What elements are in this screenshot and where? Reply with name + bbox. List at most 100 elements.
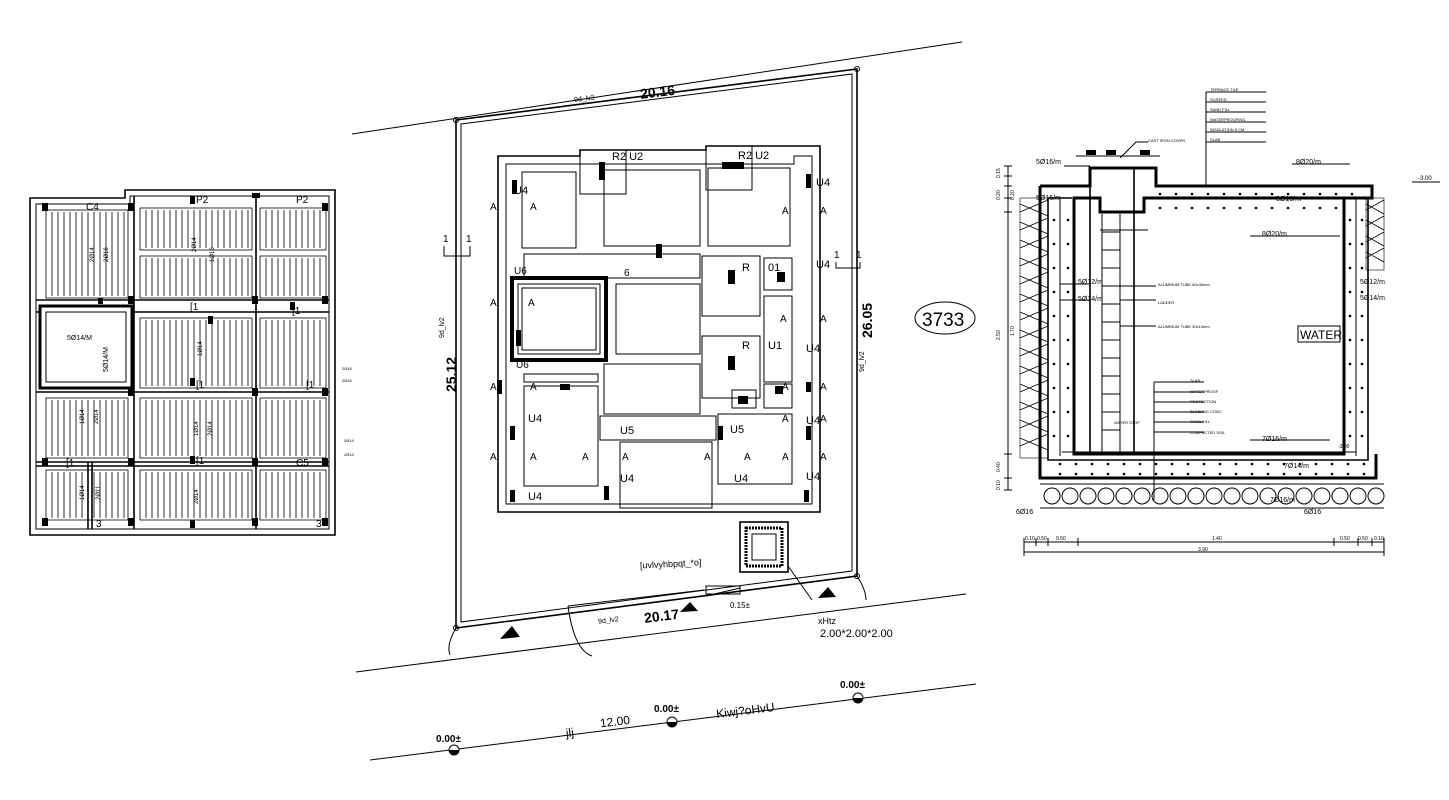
room-label: U4: [620, 473, 634, 485]
tank-section: CAST IRON COVER TERRACE TILE SCREED SAND…: [996, 87, 1440, 556]
dimension-right: 26.05: [859, 303, 875, 338]
note-top: INSULATION 5 CM: [1210, 127, 1244, 132]
note-mid: LADDER: [1158, 300, 1174, 305]
rebar-label: 7Ø14/m: [1284, 463, 1309, 470]
rebar-label: 8Ø20/m: [1262, 231, 1287, 238]
note-mid: ALUMINUM TUBE 50x40mm: [1158, 282, 1210, 287]
water-tank: [705, 521, 813, 601]
svg-text:A: A: [782, 414, 789, 425]
rebar-label: 1Ø14: [194, 421, 200, 436]
note-top: SAND FILL: [1210, 107, 1231, 112]
room-label: U4: [528, 491, 542, 503]
note-top: SCREED: [1210, 97, 1227, 102]
dimension-bottom: 20.17: [643, 606, 680, 626]
tank-size-caption: xHtz: [818, 616, 837, 626]
street-label: 9d_lv2: [859, 351, 866, 372]
svg-text:A: A: [490, 382, 497, 393]
svg-text:A: A: [490, 452, 497, 463]
room-label: U5: [620, 425, 634, 437]
rebar-label: 2Ø14: [90, 247, 96, 262]
svg-text:0.00±: 0.00±: [654, 704, 679, 715]
svg-text:A: A: [820, 382, 827, 393]
rebar-label: 5Ø12/m: [1078, 279, 1103, 286]
note-bottom: BLINDING CONC.: [1190, 409, 1223, 414]
svg-text:0.00±: 0.00±: [840, 680, 865, 691]
beam-label: [1: [306, 380, 315, 391]
street-label: 9d_lv2: [574, 94, 595, 103]
svg-text:A: A: [744, 452, 751, 463]
street-label: 9d_lv2: [439, 317, 446, 338]
svg-text:A: A: [582, 452, 589, 463]
note-bottom: WATERPROOF: [1190, 389, 1219, 394]
rebar-label: 5Ø16/m: [1036, 195, 1061, 202]
note-bottom: SAND FILL: [1190, 419, 1211, 424]
room-label: R: [742, 262, 750, 274]
svg-text:0.00±: 0.00±: [436, 734, 461, 745]
rebar-label: 1Ø14: [80, 485, 86, 500]
columns: [42, 193, 328, 528]
beam-label: [1: [66, 458, 75, 469]
room-label: U4: [806, 415, 820, 427]
street-name: jlj: [564, 725, 575, 740]
dim-left: 0.15: [996, 168, 1002, 178]
room-label: U4: [528, 413, 542, 425]
joist-panels: [45, 207, 327, 521]
rebar-label: 8Ø20/m: [1296, 159, 1321, 166]
beam-label: [1: [196, 456, 205, 467]
rebar-label: 2Ø14: [194, 489, 200, 504]
street-name: Kiwj?oHvU: [715, 700, 775, 721]
room-label: U6: [516, 360, 529, 371]
dimension-left: 25.12: [443, 357, 459, 392]
svg-text:A: A: [490, 202, 497, 213]
rebar-label: 5Ø14/m: [1360, 295, 1385, 302]
level-label: -3.00: [1418, 176, 1432, 182]
svg-text:A: A: [820, 414, 827, 425]
level-note: 0.15±: [730, 601, 751, 610]
svg-text:1: 1: [443, 234, 449, 245]
beam-label: C4: [86, 202, 99, 213]
svg-text:A: A: [530, 452, 537, 463]
solid-slab: [38, 304, 134, 390]
dimension-top: 20.16: [639, 82, 676, 102]
rebar-label: 2Ø11: [96, 485, 102, 500]
svg-text:A: A: [528, 298, 535, 309]
dim-bottom: 0.50: [1037, 536, 1047, 542]
tank-size: 2.00*2.00*2.00: [820, 628, 893, 640]
slab-rebar-label: 5Ø14/M: [67, 335, 92, 342]
note-bottom: SLAB: [1190, 378, 1201, 383]
beam-label: P2: [196, 195, 209, 206]
note-top: TERRACE TILE: [1210, 87, 1239, 92]
room-label: U6: [514, 266, 527, 277]
water-label: WATER: [1300, 328, 1342, 342]
cover-note: CAST IRON COVER: [1148, 138, 1185, 143]
svg-text:A: A: [490, 298, 497, 309]
svg-text:A: A: [820, 314, 827, 325]
dim-left: 2.50: [996, 330, 1002, 340]
note-top: SLAB: [1210, 137, 1221, 142]
room-label: U4: [514, 185, 528, 197]
rebar-dots: [1052, 192, 1366, 476]
svg-text:1: 1: [834, 250, 840, 261]
svg-text:A: A: [704, 452, 711, 463]
columns: [497, 162, 811, 502]
drawing-number-badge: 3733: [914, 301, 976, 335]
room-label: U1: [768, 340, 782, 352]
tank-label: [uvlvyhbpqt_*o]: [640, 557, 702, 570]
rebar-label: 1Ø16: [210, 247, 216, 262]
room-label: R2 U2: [612, 151, 643, 163]
rebar-label: 7Ø16/m: [1270, 497, 1295, 504]
street-label: 9d_lv2: [598, 616, 619, 625]
dim-left: 0.20: [1010, 190, 1016, 200]
svg-text:A: A: [780, 314, 787, 325]
beam-label: P2: [296, 195, 309, 206]
svg-text:A: A: [782, 452, 789, 463]
dim-left: 0.10: [996, 480, 1002, 490]
room-label: 6: [624, 268, 630, 279]
dim-left: 0.40: [996, 462, 1002, 472]
room-label: U4: [734, 473, 748, 485]
side-note: 2Ø16: [342, 366, 353, 371]
rebar-label: 6Ø16: [1016, 509, 1033, 516]
dim-bottom: 0.50: [1340, 536, 1350, 542]
section-marks: A A A A A A A A A A A A A A A A A A A A …: [443, 202, 862, 463]
svg-text:A: A: [820, 206, 827, 217]
